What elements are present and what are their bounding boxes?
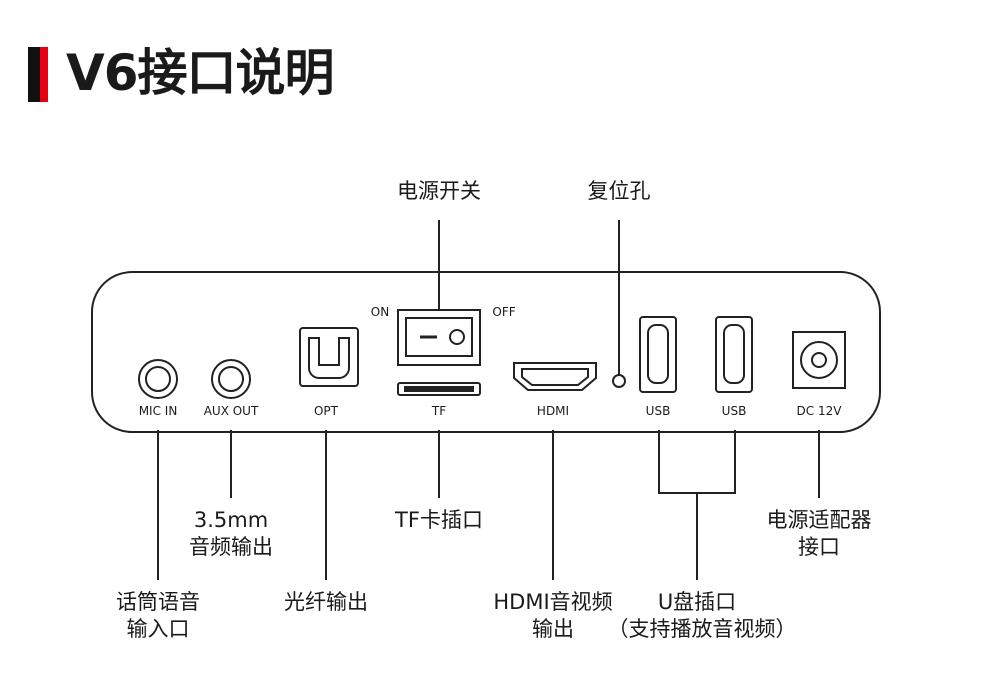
reset-hole-label: 复位孔 [587, 179, 651, 203]
usb-callout-line1: U盘插口 [657, 590, 737, 614]
port-label-usb-1: USB [645, 404, 671, 418]
tf-callout: TF卡插口 [395, 508, 483, 532]
mic-callout-line1: 话筒语音 [116, 590, 200, 614]
switch-on-label: ON [370, 305, 390, 319]
port-label-aux-out: AUX OUT [203, 404, 259, 418]
aux-callout-line2: 音频输出 [189, 535, 273, 559]
title-accent-red [40, 47, 48, 102]
switch-off-label: OFF [492, 305, 516, 319]
leader-lines [157, 220, 820, 580]
mic-callout-line2: 输入口 [126, 617, 190, 641]
reset-hole [612, 374, 626, 388]
optical-callout: 光纤输出 [284, 590, 368, 614]
port-label-hdmi: HDMI [536, 404, 570, 418]
power-switch [397, 309, 481, 366]
optical-port [299, 327, 359, 387]
hdmi-port [513, 362, 597, 391]
port-label-dc: DC 12V [796, 404, 842, 418]
usb-callout-line2: （支持播放音视频） [607, 617, 797, 641]
port-label-opt: OPT [313, 404, 338, 418]
aux-callout-line1: 3.5mm [193, 508, 269, 532]
dc-callout-line2: 接口 [798, 535, 840, 559]
port-label-tf: TF [431, 404, 447, 418]
mic-in-jack [138, 359, 178, 399]
page-title: V6接口说明 [66, 44, 334, 102]
port-label-mic-in: MIC IN [138, 404, 178, 418]
usb-port-2 [715, 316, 753, 393]
dc-jack [792, 331, 846, 389]
aux-out-jack [211, 359, 251, 399]
tf-slot [397, 382, 481, 396]
usb-port-1 [639, 316, 677, 393]
power-switch-label: 电源开关 [397, 179, 481, 203]
hdmi-callout-line1: HDMI音视频 [493, 590, 613, 614]
device-body [91, 271, 881, 433]
hdmi-callout-line2: 输出 [532, 617, 574, 641]
dc-callout-line1: 电源适配器 [766, 508, 872, 532]
port-label-usb-2: USB [721, 404, 747, 418]
